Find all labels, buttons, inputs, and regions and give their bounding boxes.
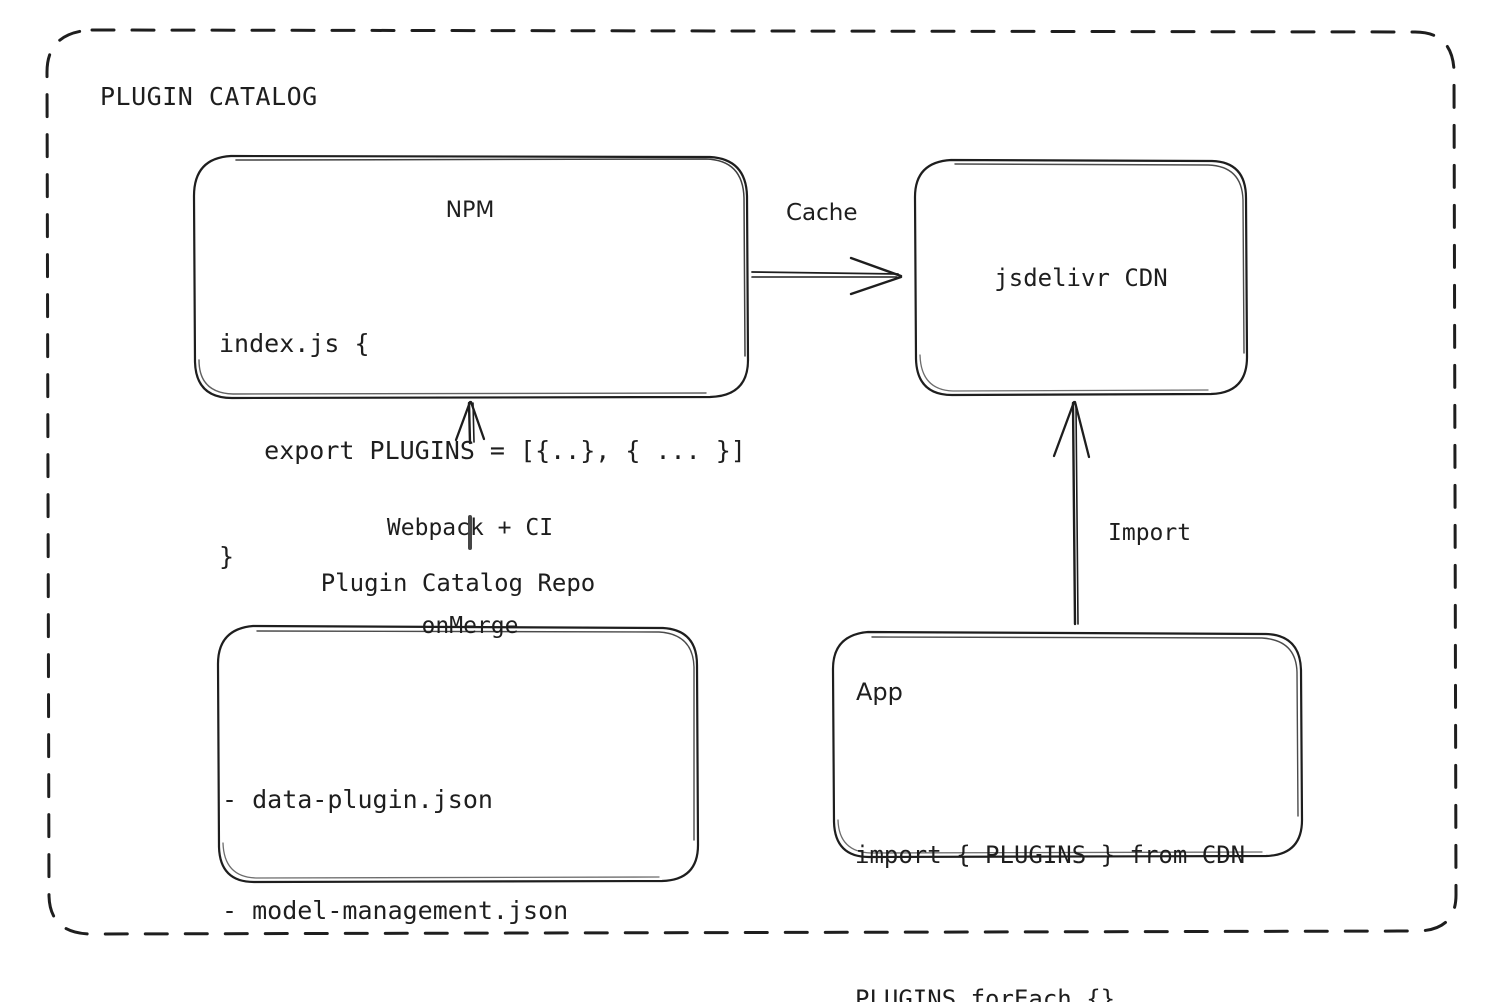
repo-file-item: - model-management.json (222, 896, 569, 925)
npm-box (192, 154, 750, 400)
plugin-catalog-container-border (45, 28, 1458, 936)
app-code-block: import { PLUGINS } from CDN PLUGINS.forE… (855, 735, 1245, 1002)
import-arrow (1052, 400, 1091, 626)
cache-arrow (751, 256, 903, 296)
repo-caption: Plugin Catalog Repo (320, 569, 596, 597)
repo-file-list: - data-plugin.json - model-management.js… (222, 707, 568, 1002)
container-title: PLUGIN CATALOG (100, 82, 318, 111)
repo-box (216, 624, 700, 884)
npm-title: NPM (445, 198, 495, 223)
build-arrow (454, 400, 486, 550)
npm-code-line: } (219, 542, 235, 571)
app-code-line: import { PLUGINS } from CDN (855, 841, 1246, 869)
repo-file-item: - data-plugin.json (222, 785, 493, 814)
import-edge-label: Import (1108, 520, 1192, 546)
cdn-title: jsdelivr CDN (994, 264, 1168, 292)
build-edge-label-line1: Webpack + CI (386, 515, 554, 542)
npm-code-block: index.js { export PLUGINS = [{..}, { ...… (219, 255, 746, 646)
build-edge-label-line2: onMerge (421, 613, 519, 640)
cache-edge-label: Cache (786, 200, 858, 226)
app-code-line: PLUGINS.forEach {} (855, 985, 1116, 1002)
npm-code-line: index.js { (219, 329, 370, 358)
app-title: App (856, 678, 903, 706)
cdn-box (913, 158, 1249, 397)
app-box (831, 630, 1304, 859)
npm-code-line: export PLUGINS = [{..}, { ... }] (219, 435, 746, 465)
build-edge-label: Webpack + CI onMerge (370, 447, 570, 708)
